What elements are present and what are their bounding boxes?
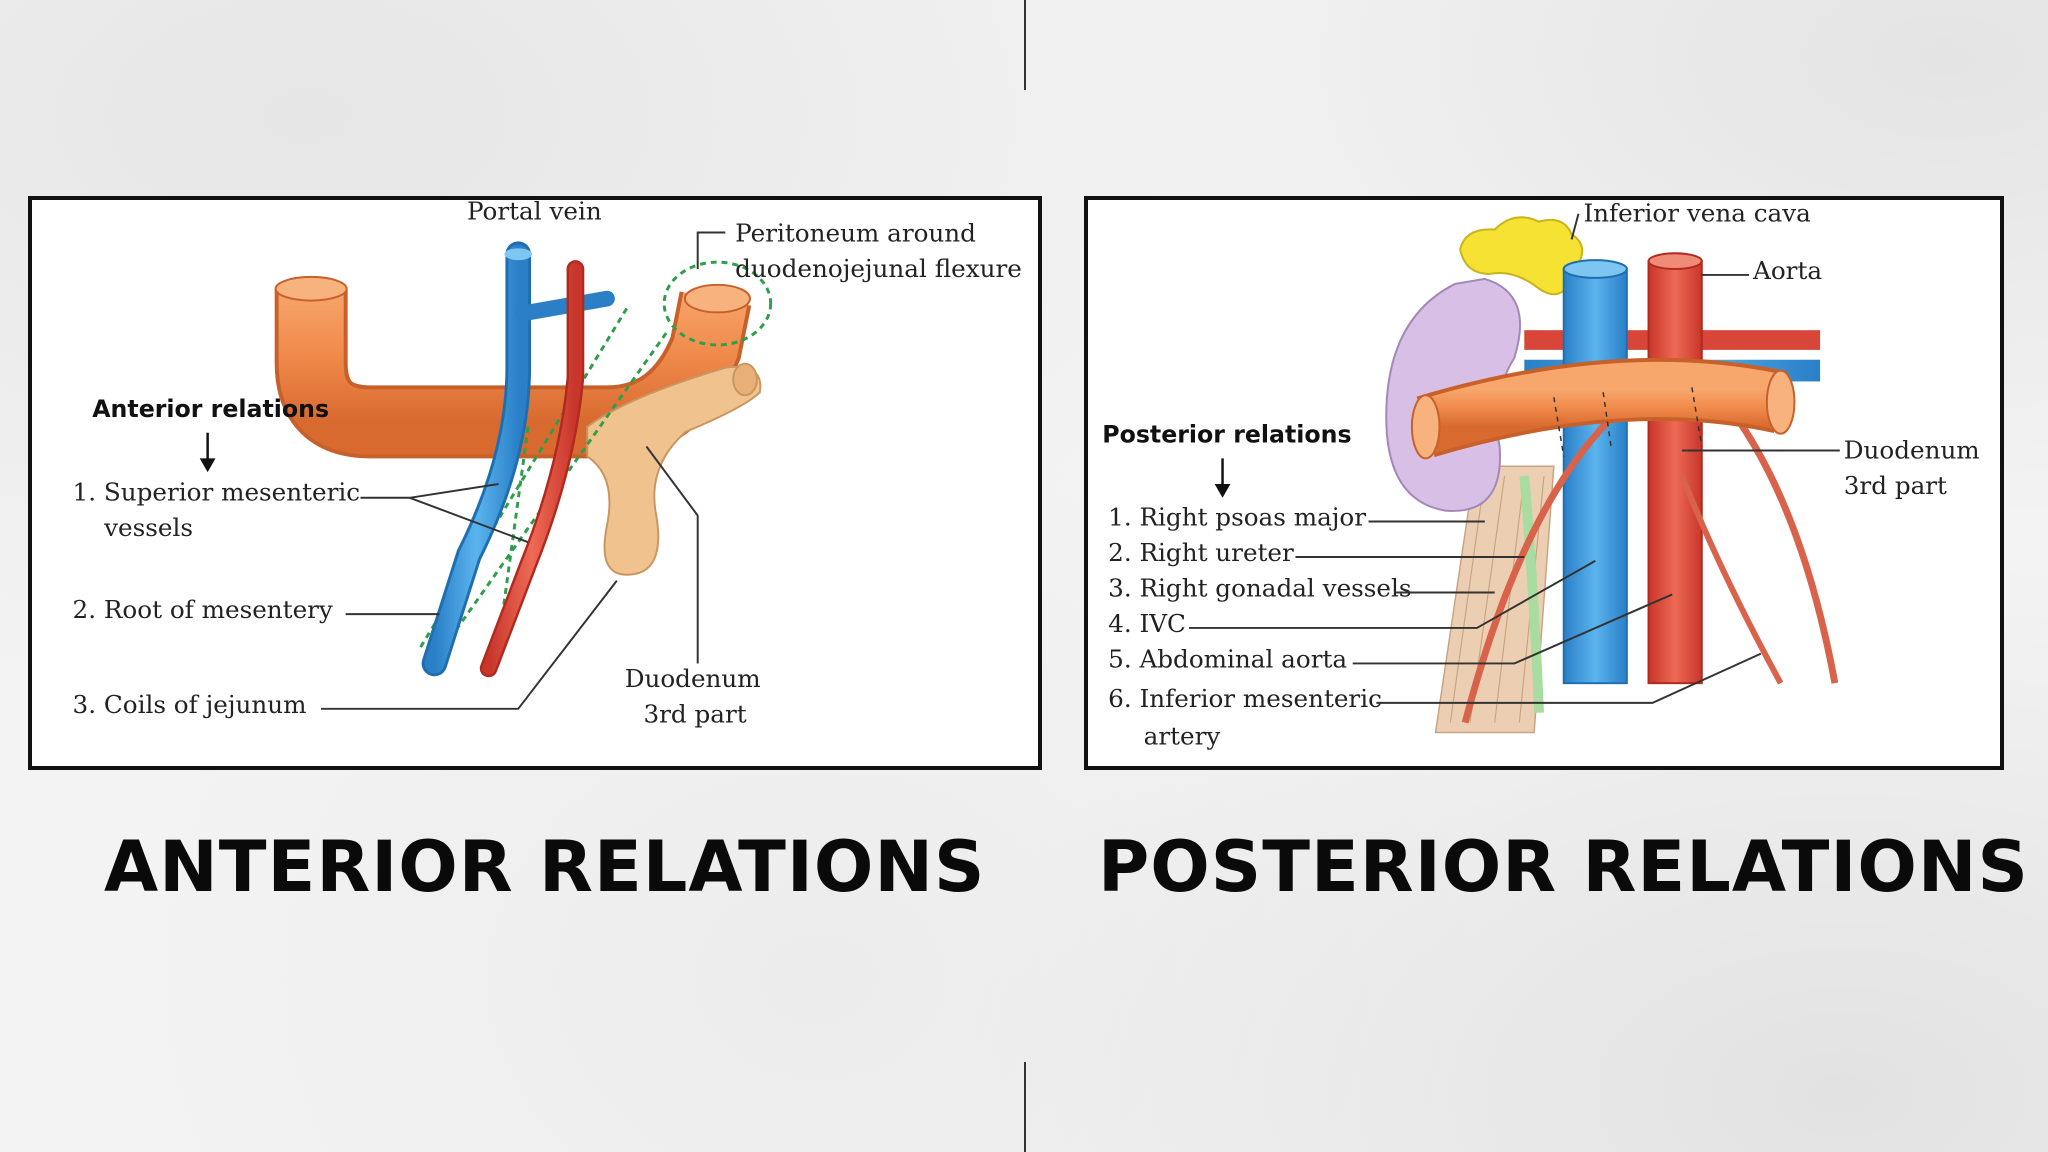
label-aorta: Aorta bbox=[1752, 256, 1822, 285]
superior-mesenteric-artery bbox=[479, 260, 585, 678]
divider-bottom bbox=[1024, 1062, 1026, 1152]
label-posterior-item-3: 3. Right gonadal vessels bbox=[1108, 573, 1411, 602]
leader-posterior-item-6 bbox=[1376, 652, 1762, 704]
label-posterior-item-1: 1. Right psoas major bbox=[1108, 502, 1366, 531]
right-ureter bbox=[1519, 475, 1544, 713]
anterior-heading: Anterior relations bbox=[92, 395, 329, 423]
anterior-caption: ANTERIOR RELATIONS bbox=[104, 826, 986, 908]
anterior-diagram-svg: Portal vein Peritoneum around duodenojej… bbox=[73, 200, 1022, 729]
leader-posterior-item-5 bbox=[1352, 593, 1673, 665]
anterior-relations-diagram: Portal vein Peritoneum around duodenojej… bbox=[28, 196, 1042, 770]
posterior-relations-diagram: Inferior vena cava Aorta Duodenum 3rd pa… bbox=[1084, 196, 2004, 770]
heading-arrowhead bbox=[199, 458, 216, 473]
label-peritoneum-line1: Peritoneum around bbox=[735, 218, 976, 247]
label-posterior-item-6-line2: artery bbox=[1144, 721, 1221, 750]
label-posterior-item-6-line1: 6. Inferior mesenteric bbox=[1108, 684, 1382, 713]
posterior-caption: POSTERIOR RELATIONS bbox=[1098, 826, 2029, 908]
label-posterior-item-2: 2. Right ureter bbox=[1108, 538, 1294, 567]
leader-item-1 bbox=[360, 483, 529, 544]
label-duodenum-line1-posterior: Duodenum bbox=[1844, 435, 1980, 464]
label-duodenum-line1: Duodenum bbox=[625, 664, 761, 693]
label-item-1-line1: 1. Superior mesenteric bbox=[73, 478, 361, 507]
label-item-2: 2. Root of mesentery bbox=[73, 595, 333, 624]
leader-item-3 bbox=[321, 580, 618, 710]
label-portal-vein: Portal vein bbox=[467, 200, 602, 226]
leader-posterior-item-4 bbox=[1189, 560, 1596, 629]
posterior-heading-arrowhead bbox=[1214, 483, 1231, 498]
leader-peritoneum bbox=[696, 231, 726, 270]
leader-duodenum bbox=[645, 445, 699, 664]
divider-top bbox=[1024, 0, 1026, 90]
inferior-vena-cava bbox=[1562, 259, 1628, 685]
label-item-1-line2: vessels bbox=[103, 513, 193, 542]
duodenum-3rd-part-posterior bbox=[1410, 357, 1796, 460]
label-item-3: 3. Coils of jejunum bbox=[73, 690, 307, 719]
label-posterior-item-4: 4. IVC bbox=[1108, 609, 1186, 638]
label-duodenum-line2-posterior: 3rd part bbox=[1844, 471, 1947, 500]
posterior-diagram-svg: Inferior vena cava Aorta Duodenum 3rd pa… bbox=[1102, 200, 1980, 750]
abdominal-aorta bbox=[1647, 252, 1703, 685]
label-duodenum-line2: 3rd part bbox=[643, 700, 746, 729]
posterior-heading: Posterior relations bbox=[1102, 421, 1351, 449]
leader-ivc-top bbox=[1570, 213, 1580, 240]
superior-mesenteric-vein bbox=[421, 241, 615, 677]
label-posterior-item-5: 5. Abdominal aorta bbox=[1108, 644, 1347, 673]
label-ivc-top: Inferior vena cava bbox=[1583, 200, 1810, 228]
label-peritoneum-line2: duodenojejunal flexure bbox=[735, 254, 1022, 283]
